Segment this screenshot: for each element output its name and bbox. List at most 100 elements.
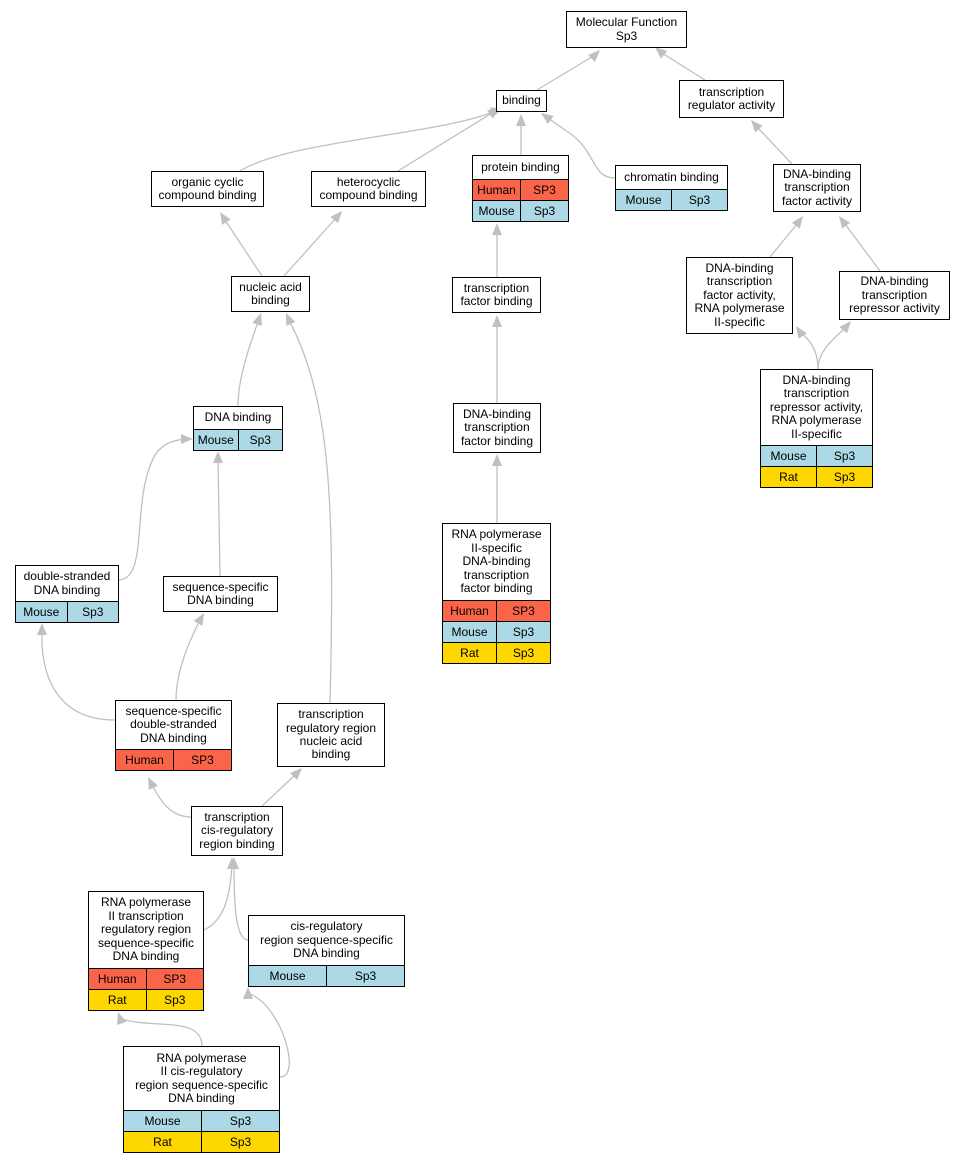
gene-name-cell: Sp3 bbox=[816, 467, 872, 487]
go-term-label: organic cyclic compound binding bbox=[158, 174, 257, 202]
species-name-cell: Mouse bbox=[443, 622, 496, 642]
go-term-label: double-stranded DNA binding bbox=[23, 569, 111, 597]
gene-name-cell: Sp3 bbox=[66, 602, 118, 622]
arrowhead bbox=[286, 313, 296, 326]
go-term-label: DNA-binding transcription repressor acti… bbox=[849, 274, 940, 316]
species-name-cell: Mouse bbox=[16, 602, 67, 622]
gene-name-cell: Sp3 bbox=[496, 622, 550, 642]
edge-tra-mf bbox=[655, 47, 706, 81]
arrowhead bbox=[492, 223, 502, 235]
arrowhead bbox=[516, 114, 526, 126]
go-term-node-tra[interactable]: transcription regulator activity bbox=[679, 80, 784, 118]
gene-name-cell: Sp3 bbox=[145, 990, 203, 1010]
go-term-node-rnap2[interactable]: RNA polymerase II-specific DNA-binding t… bbox=[442, 523, 551, 664]
go-term-node-dbtra[interactable]: DNA-binding transcription repressor acti… bbox=[839, 271, 950, 320]
edge-dbtfb-tfb bbox=[492, 315, 502, 403]
edge-ssdb-dnab bbox=[213, 451, 223, 577]
species-name-cell: Human bbox=[443, 601, 496, 621]
edge-rnap2crr-rnap2trr bbox=[117, 1012, 203, 1047]
go-term-node-dbtrar2[interactable]: DNA-binding transcription repressor acti… bbox=[760, 369, 873, 488]
edge-dbtfar2-dbtfa bbox=[769, 216, 803, 258]
go-term-node-dbtfa[interactable]: DNA-binding transcription factor activit… bbox=[773, 164, 861, 212]
edge-dbtrar2-dbtfar2 bbox=[796, 326, 819, 370]
edge-dbtfa-tra bbox=[751, 120, 793, 165]
arrowhead bbox=[37, 623, 47, 635]
edge-nab-hcb bbox=[283, 211, 342, 277]
go-term-label: cis-regulatory region sequence-specific … bbox=[260, 919, 393, 961]
go-term-node-dbtfb[interactable]: DNA-binding transcription factor binding bbox=[453, 403, 541, 453]
gene-name-cell: SP3 bbox=[145, 969, 203, 989]
go-term-label: transcription factor binding bbox=[460, 280, 533, 308]
go-term-node-rnap2trr[interactable]: RNA polymerase II transcription regulato… bbox=[88, 891, 204, 1011]
species-name-cell: Mouse bbox=[616, 190, 671, 210]
arrowhead bbox=[839, 216, 851, 229]
go-term-label: transcription regulatory region nucleic … bbox=[285, 707, 377, 762]
go-term-label: RNA polymerase II cis-regulatory region … bbox=[135, 1050, 268, 1105]
species-name-cell: Human bbox=[89, 969, 146, 989]
go-term-label: DNA binding bbox=[204, 410, 272, 425]
arrowhead bbox=[220, 212, 231, 225]
go-term-label: binding bbox=[502, 93, 541, 108]
arrowhead bbox=[492, 315, 502, 327]
go-term-node-mf[interactable]: Molecular Function Sp3 bbox=[566, 11, 687, 48]
go-term-node-ssds[interactable]: sequence-specific double-stranded DNA bi… bbox=[115, 700, 232, 771]
arrowhead bbox=[148, 777, 158, 790]
arrowhead bbox=[330, 211, 342, 224]
go-term-label: transcription regulator activity bbox=[687, 84, 776, 112]
species-name-cell: Mouse bbox=[761, 446, 816, 466]
species-name-cell: Mouse bbox=[249, 966, 326, 986]
go-term-node-hcb[interactable]: heterocyclic compound binding bbox=[311, 171, 426, 207]
arrowhead bbox=[541, 113, 554, 125]
gene-name-cell: Sp3 bbox=[816, 446, 872, 466]
go-term-label: DNA-binding transcription factor activit… bbox=[694, 260, 785, 329]
arrowhead bbox=[229, 857, 239, 869]
go-term-label: transcription cis-regulatory region bind… bbox=[199, 809, 275, 851]
go-term-node-rnap2crr[interactable]: RNA polymerase II cis-regulatory region … bbox=[123, 1046, 280, 1153]
arrowhead bbox=[655, 47, 668, 59]
edge-cb-binding bbox=[541, 113, 616, 179]
edge-ssds-ssdb bbox=[175, 613, 204, 701]
gene-name-cell: SP3 bbox=[496, 601, 550, 621]
go-term-label: protein binding bbox=[481, 159, 560, 174]
edge-crrss-tcrrb bbox=[229, 857, 249, 941]
go-term-node-nab[interactable]: nucleic acid binding bbox=[231, 276, 310, 312]
edge-trrnab-nab bbox=[286, 313, 333, 704]
species-name-cell: Human bbox=[473, 180, 520, 200]
go-term-node-trrnab[interactable]: transcription regulatory region nucleic … bbox=[277, 703, 385, 767]
go-term-node-tfb[interactable]: transcription factor binding bbox=[452, 277, 541, 313]
arrowhead bbox=[492, 454, 502, 466]
arrowhead bbox=[587, 50, 600, 63]
arrowhead bbox=[252, 313, 262, 326]
go-term-node-dbtfar2[interactable]: DNA-binding transcription factor activit… bbox=[686, 257, 793, 334]
arrowhead bbox=[751, 120, 763, 133]
go-term-node-binding[interactable]: binding bbox=[496, 90, 547, 112]
gene-name-cell: Sp3 bbox=[201, 1132, 279, 1152]
gene-name-cell: Sp3 bbox=[326, 966, 404, 986]
go-term-node-ocb[interactable]: organic cyclic compound binding bbox=[151, 171, 264, 207]
species-name-cell: Mouse bbox=[194, 430, 238, 450]
gene-name-cell: SP3 bbox=[173, 750, 231, 770]
edge-pb-binding bbox=[516, 114, 526, 155]
arrowhead bbox=[289, 768, 302, 781]
go-term-node-crrss[interactable]: cis-regulatory region sequence-specific … bbox=[248, 915, 405, 987]
go-term-node-tcrrb[interactable]: transcription cis-regulatory region bind… bbox=[191, 806, 283, 856]
edge-tcrrb-ssds bbox=[148, 777, 192, 818]
arrowhead bbox=[791, 216, 803, 229]
species-name-cell: Mouse bbox=[124, 1111, 201, 1131]
go-term-label: RNA polymerase II transcription regulato… bbox=[97, 895, 195, 964]
go-term-node-ssdb[interactable]: sequence-specific DNA binding bbox=[163, 576, 278, 612]
go-term-label: sequence-specific DNA binding bbox=[172, 579, 269, 607]
